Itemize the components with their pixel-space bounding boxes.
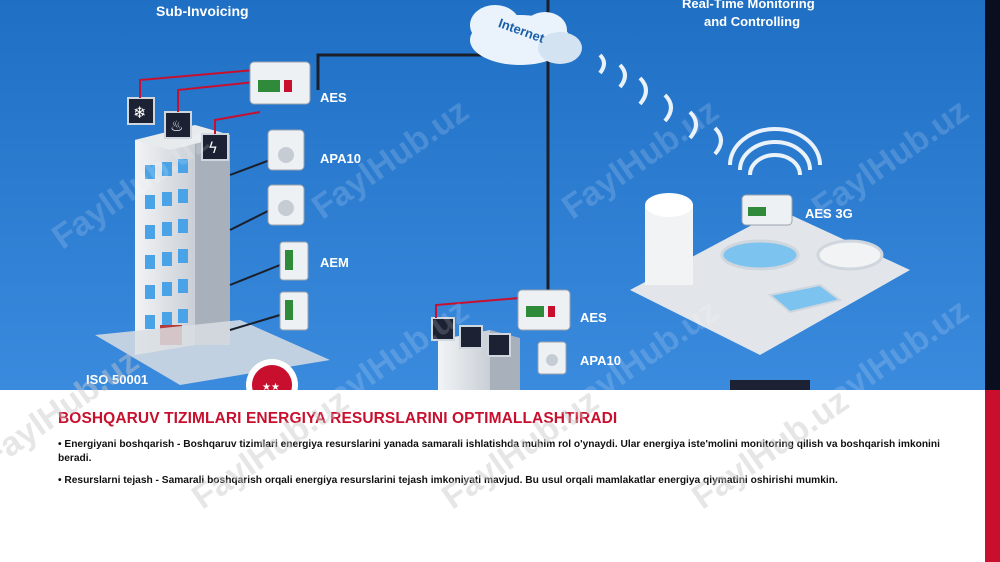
svg-text:❄: ❄ [133, 103, 146, 122]
meter-device-icon [267, 184, 305, 226]
svg-text:♨: ♨ [170, 117, 183, 135]
meter-device-icon-2 [279, 291, 309, 331]
bullet-resource-saving: • Resurslarni tejash - Samarali boshqari… [58, 475, 838, 486]
wireless-broadcast-icon [728, 127, 822, 176]
diagram-svg: Internet [0, 0, 985, 390]
meter-connector-lines [229, 159, 281, 331]
label-iso: ISO 50001 [86, 372, 148, 387]
water-treatment-plant [630, 193, 910, 355]
slide-content: BOSHQARUV TIZIMLARI ENERGIYA RESURSLARIN… [58, 410, 958, 497]
rooftop-icons: ❄ ♨ ϟ [127, 97, 229, 161]
bullet-energy-management: • Energiyani boshqarish - Boshqaruv tizi… [58, 439, 940, 464]
wireless-signal-icon [598, 53, 723, 156]
slide-title: BOSHQARUV TIZIMLARI ENERGIYA RESURSLARIN… [58, 410, 618, 427]
right-accent-bar [985, 390, 1000, 562]
apa10-device-icon-lower [537, 341, 567, 375]
aem-device-icon [279, 241, 309, 281]
data-lines [139, 69, 261, 134]
apa10-device-icon [267, 129, 305, 171]
office-building-small [431, 297, 521, 390]
caption-monitoring-2: and Controlling [704, 14, 800, 29]
right-edge-dark [985, 0, 1000, 390]
network-line [316, 53, 510, 90]
label-aes3g: AES 3G [805, 206, 853, 221]
certification-badge-icon: ★★ [246, 359, 298, 390]
svg-text:★★: ★★ [262, 382, 280, 390]
aes-device-icon-lower [517, 289, 571, 331]
energy-diagram-image: Internet [0, 0, 985, 390]
caption-monitoring-1: Real-Time Monitoring [682, 0, 815, 11]
device-strip [730, 380, 810, 390]
label-aem: AEM [320, 255, 349, 270]
aes-device-icon [249, 61, 311, 105]
caption-sub-invoicing: Sub-Invoicing [156, 3, 249, 19]
label-aes-lower: AES [580, 310, 607, 325]
label-apa10: APA10 [320, 151, 361, 166]
label-aes: AES [320, 90, 347, 105]
office-building-large [135, 125, 230, 355]
svg-text:ϟ: ϟ [208, 139, 218, 157]
internet-cloud-icon: Internet [470, 5, 582, 65]
label-apa10-lower: APA10 [580, 353, 621, 368]
